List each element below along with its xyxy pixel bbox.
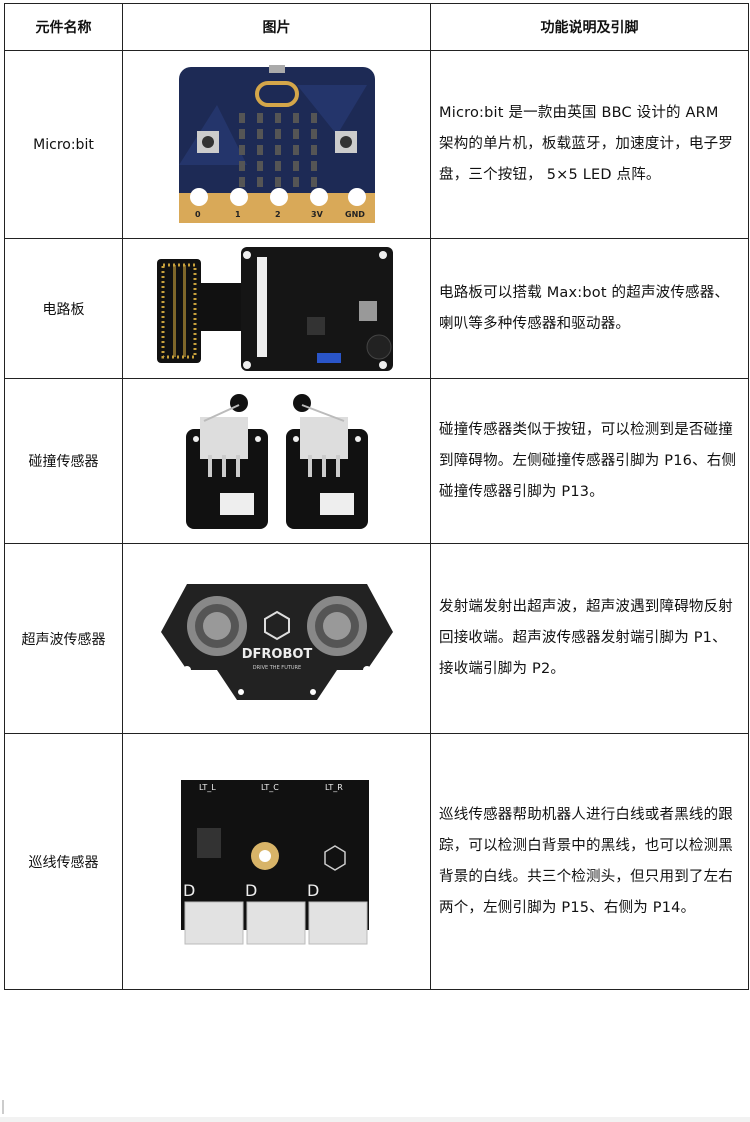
label-d-left: D	[183, 881, 195, 900]
component-name: 碰撞传感器	[4, 378, 123, 544]
component-description: Micro:bit 是一款由英国 BBC 设计的 ARM 架构的单片机，板载蓝牙…	[430, 50, 749, 239]
component-name: Micro:bit	[4, 50, 123, 239]
component-description: 电路板可以搭载 Max:bot 的超声波传感器、喇叭等多种传感器和驱动器。	[430, 238, 749, 379]
pin-label-3v: 3V	[311, 210, 324, 219]
ultrasonic-sensor-image: DFROBOT DRIVE THE FUTURE	[122, 543, 431, 734]
table-row: 超声波传感器 DFROBOT DRIVE THE FUTURE 发射端发射出超声…	[4, 543, 749, 734]
pin-label-1: 1	[235, 210, 241, 219]
pin-label-2: 2	[275, 210, 281, 219]
component-table: 元件名称 图片 功能说明及引脚 Micro:bit	[4, 3, 749, 990]
table-row: Micro:bit 0	[4, 50, 749, 239]
component-description: 发射端发射出超声波，超声波遇到障碍物反射回接收端。超声波传感器发射端引脚为 P1…	[430, 543, 749, 734]
component-name: 超声波传感器	[4, 543, 123, 734]
circuit-board-image	[122, 238, 431, 379]
pin-label-0: 0	[195, 210, 201, 219]
component-description: 巡线传感器帮助机器人进行白线或者黑线的跟踪，可以检测白背景中的黑线，也可以检测黑…	[430, 733, 749, 990]
brand-slogan: DRIVE THE FUTURE	[252, 665, 300, 671]
label-lt-c: LT_C	[261, 783, 279, 792]
collision-sensor-image	[122, 378, 431, 544]
component-name: 电路板	[4, 238, 123, 379]
label-d-center: D	[245, 881, 257, 900]
label-d-right: D	[307, 881, 319, 900]
page-bottom-bar	[0, 1117, 750, 1122]
brand-logo: DFROBOT	[241, 647, 312, 662]
table-row: 电路板 电路板可以搭载 Max:bot 的超	[4, 238, 749, 379]
component-name: 巡线传感器	[4, 733, 123, 990]
header-desc: 功能说明及引脚	[430, 3, 749, 51]
line-tracking-sensor-image: LT_L LT_C LT_R D D D	[122, 733, 431, 990]
label-lt-l: LT_L	[199, 783, 216, 792]
table-header-row: 元件名称 图片 功能说明及引脚	[4, 3, 749, 51]
component-description: 碰撞传感器类似于按钮，可以检测到是否碰撞到障碍物。左侧碰撞传感器引脚为 P16、…	[430, 378, 749, 544]
header-image: 图片	[122, 3, 431, 51]
label-lt-r: LT_R	[325, 783, 343, 792]
pin-label-gnd: GND	[345, 210, 365, 219]
table-row: 巡线传感器 LT_L LT_C LT_R D D D	[4, 733, 749, 990]
page-edge-mark	[2, 1100, 4, 1114]
microbit-image: 0 1 2 3V GND	[122, 50, 431, 239]
table-row: 碰撞传感器	[4, 378, 749, 544]
header-name: 元件名称	[4, 3, 123, 51]
